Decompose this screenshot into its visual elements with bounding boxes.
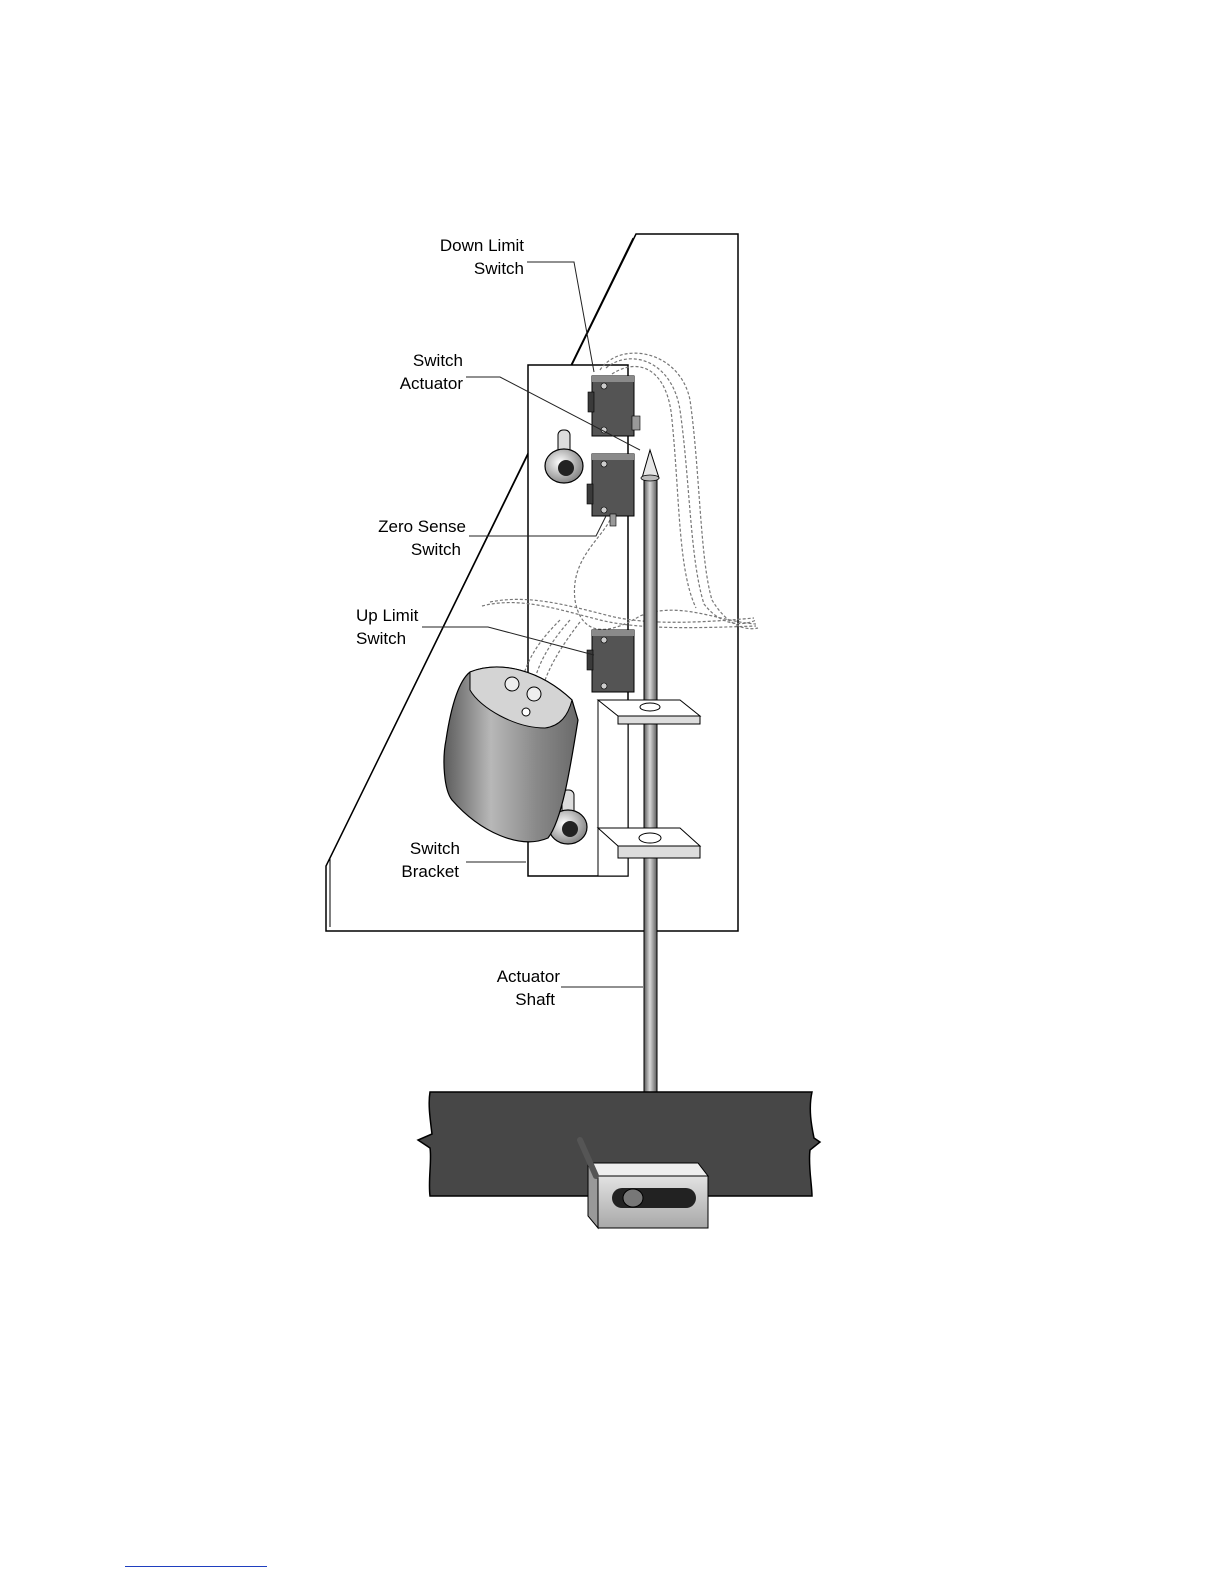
label-switch-actuator-line2: Actuator (400, 374, 464, 393)
capacitor-can (444, 667, 578, 842)
switch-actuator-tip (642, 450, 659, 478)
footnote-rule (125, 1566, 267, 1567)
label-switch-bracket-line2: Bracket (401, 862, 459, 881)
zero-sense-switch (587, 454, 634, 526)
actuator-shaft (644, 478, 657, 1166)
label-actuator-shaft-line2: Shaft (515, 990, 555, 1009)
label-down-limit-switch-line1: Down Limit (440, 236, 524, 255)
label-up-limit-switch-line1: Up Limit (356, 606, 419, 625)
label-zero-sense-switch-line2: Switch (411, 540, 461, 559)
label-switch-actuator-line1: Switch (413, 351, 463, 370)
label-switch-bracket-line1: Switch (410, 839, 460, 858)
label-down-limit-switch-line2: Switch (474, 259, 524, 278)
label-up-limit-switch-line2: Switch (356, 629, 406, 648)
label-zero-sense-switch-line1: Zero Sense (378, 517, 466, 536)
up-limit-switch (587, 630, 634, 692)
label-actuator-shaft-line1: Actuator (497, 967, 561, 986)
